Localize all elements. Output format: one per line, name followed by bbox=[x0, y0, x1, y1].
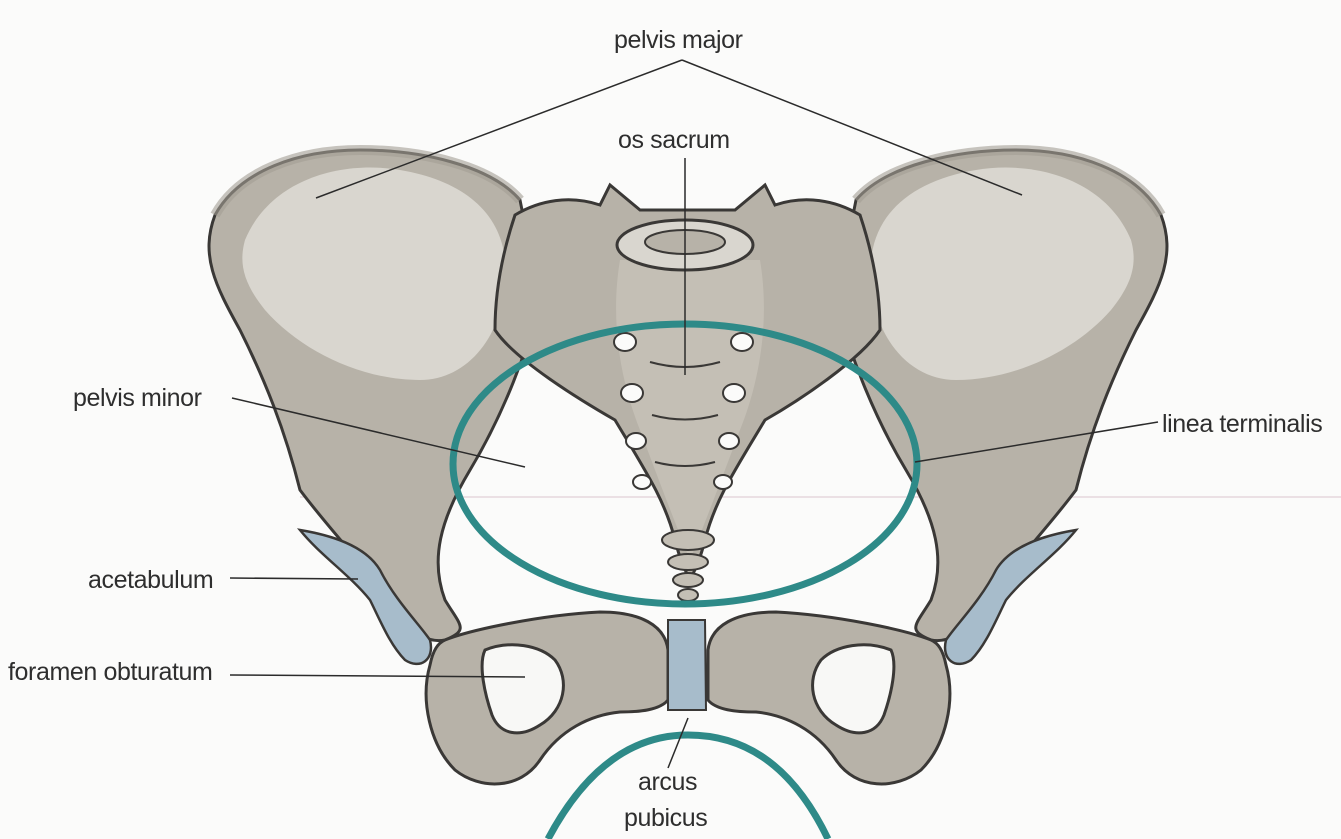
coccyx-segment bbox=[673, 573, 703, 587]
label-arcus-line2: pubicus bbox=[624, 806, 707, 831]
sacrum-body-highlight bbox=[616, 260, 764, 560]
pubic-symphysis bbox=[668, 620, 706, 710]
label-linea-terminalis: linea terminalis bbox=[1162, 412, 1322, 437]
coccyx-segment bbox=[678, 589, 698, 601]
sacrum bbox=[495, 185, 880, 601]
label-foramen-obturatum: foramen obturatum bbox=[8, 660, 212, 685]
sacral-foramen bbox=[633, 475, 651, 489]
label-pelvis-minor: pelvis minor bbox=[73, 386, 202, 411]
leader-arcus-pubicus bbox=[668, 718, 688, 768]
sacral-foramen bbox=[626, 433, 646, 449]
label-os-sacrum: os sacrum bbox=[618, 128, 730, 153]
sacral-foramen bbox=[723, 384, 745, 402]
coccyx-segment bbox=[668, 554, 708, 570]
sacral-foramen bbox=[621, 384, 643, 402]
sacral-foramen bbox=[714, 475, 732, 489]
label-pelvis-major: pelvis major bbox=[614, 28, 743, 53]
leader-pelvis-major-right bbox=[682, 60, 1022, 195]
label-arcus-line1: arcus bbox=[638, 770, 697, 795]
leader-acetabulum bbox=[230, 578, 358, 579]
sacral-foramen bbox=[614, 333, 636, 351]
sacral-foramen bbox=[731, 333, 753, 351]
coccyx-segment bbox=[662, 530, 714, 550]
sacral-foramen bbox=[719, 433, 739, 449]
label-acetabulum: acetabulum bbox=[88, 568, 213, 593]
